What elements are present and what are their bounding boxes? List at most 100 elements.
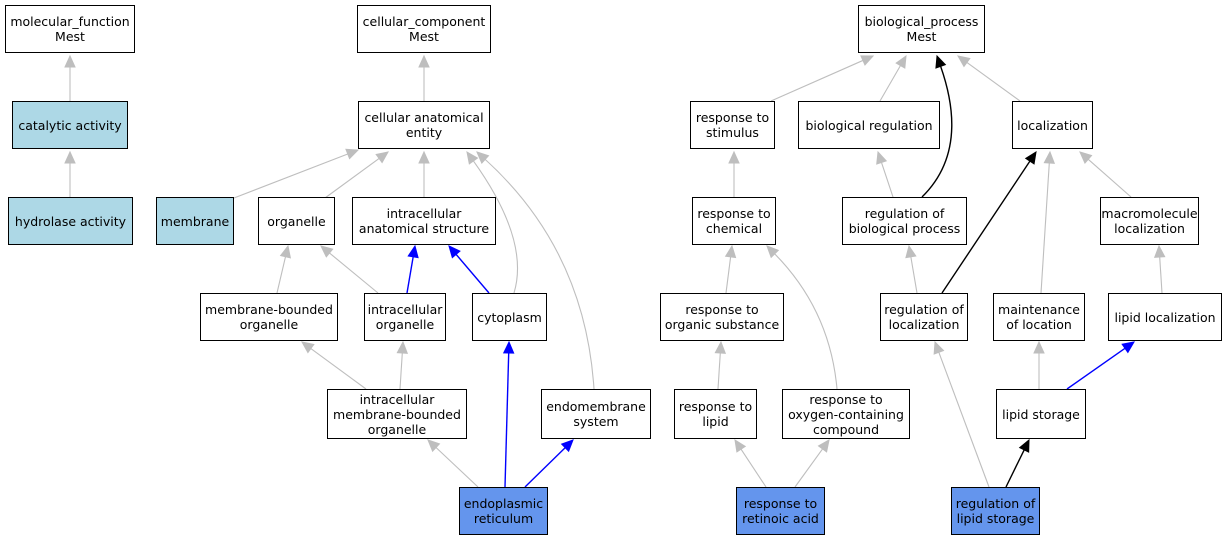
edge-is-a-rls-to-regloc <box>938 352 990 488</box>
go-term-node-rls[interactable]: regulation of lipid storage <box>951 487 1040 535</box>
edge-is-a-cytoplasm-to-cae <box>472 160 519 294</box>
arrowhead <box>396 340 409 354</box>
edge-is-a-rra-to-rlipid <box>740 448 767 488</box>
edge-is-a-er-to-imbo <box>435 447 479 488</box>
arrowhead <box>724 244 737 259</box>
arrowhead <box>345 148 360 160</box>
go-term-node-mbo[interactable]: membrane-bounded organelle <box>200 293 338 341</box>
edge-is-a-bioreg-to-bp <box>879 65 901 102</box>
edge-is-a-rstim-to-bp <box>770 59 864 102</box>
arrowhead <box>957 55 971 68</box>
go-term-node-membrane[interactable]: membrane <box>156 197 234 245</box>
edge-is-a-rlipid-to-rorg <box>717 352 721 390</box>
edge-is-a-mainloc-to-localization <box>1040 162 1050 294</box>
go-term-node-hydrolase[interactable]: hydrolase activity <box>8 197 133 245</box>
edge-is-a-membrane-to-cae <box>233 153 348 199</box>
edge-regulates-rls-to-lipidstor <box>1005 449 1025 488</box>
edge-is-a-imbo-to-mbo <box>310 348 367 390</box>
go-term-node-endomembrane[interactable]: endomembrane system <box>541 389 651 439</box>
edge-is-a-endomembrane-to-cae <box>484 158 595 390</box>
go-term-node-rchem[interactable]: response to chemical <box>692 197 776 245</box>
go-term-node-localization[interactable]: localization <box>1012 101 1093 149</box>
go-term-node-io[interactable]: intracellular organelle <box>364 293 446 341</box>
edge-is-a-regloc-to-rbp <box>910 256 918 294</box>
go-term-node-ias[interactable]: intracellular anatomical structure <box>352 197 496 245</box>
arrowhead <box>64 54 76 68</box>
arrowhead <box>817 439 830 453</box>
arrowhead <box>1018 438 1030 453</box>
edge-is-a-rorg-to-rchem <box>725 256 732 294</box>
arrowhead <box>1033 340 1045 354</box>
go-term-node-cc[interactable]: cellular_component Mest <box>357 5 491 53</box>
arrowhead <box>448 245 461 259</box>
arrowhead <box>279 244 292 259</box>
arrowhead <box>734 438 747 453</box>
arrowhead <box>1121 341 1135 354</box>
edge-part-of-lipidstor-to-lipidloc <box>1066 347 1126 390</box>
arrowhead <box>64 150 76 164</box>
edge-is-a-localization-to-bp <box>966 62 1021 102</box>
edge-part-of-er-to-endomembrane <box>524 447 566 488</box>
go-term-node-macroloc[interactable]: macromolecule localization <box>1100 197 1199 245</box>
arrowhead <box>714 340 727 354</box>
edge-part-of-io-to-ias <box>406 256 414 294</box>
arrowhead <box>905 244 917 259</box>
go-term-node-bp[interactable]: biological_process Mest <box>858 5 985 53</box>
edge-regulates-regloc-to-localization <box>941 160 1031 294</box>
arrowhead <box>418 150 430 164</box>
go-term-node-cae[interactable]: cellular anatomical entity <box>358 101 490 149</box>
arrowhead <box>407 244 419 259</box>
arrowhead <box>502 340 515 354</box>
arrowhead <box>375 151 389 164</box>
go-term-node-bioreg[interactable]: biological regulation <box>798 101 940 149</box>
arrowhead <box>320 245 334 258</box>
go-term-node-er[interactable]: endoplasmic reticulum <box>459 487 548 535</box>
go-term-node-mf[interactable]: molecular_function Mest <box>5 5 135 53</box>
go-term-node-rra[interactable]: response to retinoic acid <box>736 487 825 535</box>
edge-is-a-io-to-organelle <box>329 252 379 294</box>
arrowhead <box>766 245 780 259</box>
arrowhead <box>418 54 430 68</box>
go-term-node-lipidloc[interactable]: lipid localization <box>1108 293 1222 341</box>
go-term-node-imbo[interactable]: intracellular membrane-bounded organelle <box>327 389 467 439</box>
go-term-node-lipidstor[interactable]: lipid storage <box>996 389 1086 439</box>
go-term-node-catalytic[interactable]: catalytic activity <box>12 101 128 149</box>
edge-part-of-cytoplasm-to-ias <box>455 253 490 294</box>
go-term-node-cytoplasm[interactable]: cytoplasm <box>472 293 547 341</box>
edge-is-a-mbo-to-organelle <box>276 256 287 294</box>
arrowhead <box>1043 150 1056 164</box>
go-term-node-rbp[interactable]: regulation of biological process <box>842 197 967 245</box>
go-term-node-rorg[interactable]: response to organic substance <box>660 293 784 341</box>
edge-part-of-er-to-cytoplasm <box>504 352 510 488</box>
edge-is-a-macroloc-to-localization <box>1087 158 1132 198</box>
edge-is-a-roxy-to-rchem <box>774 253 838 390</box>
arrowhead <box>860 55 875 66</box>
arrowhead <box>935 54 947 69</box>
arrowhead <box>895 54 907 69</box>
go-term-node-rlipid[interactable]: response to lipid <box>674 389 757 439</box>
go-term-node-rstim[interactable]: response to stimulus <box>690 101 775 149</box>
edge-is-a-organelle-to-cae <box>324 158 380 199</box>
arrowhead <box>1024 150 1037 165</box>
arrowhead <box>1153 244 1166 258</box>
edge-is-a-lipidloc-to-macroloc <box>1159 256 1163 294</box>
arrowhead <box>427 439 441 453</box>
edge-is-a-rbp-to-bioreg <box>880 162 894 198</box>
edge-is-a-imbo-to-io <box>399 352 403 390</box>
go-term-node-mainloc[interactable]: maintenance of location <box>993 293 1085 341</box>
go-term-node-organelle[interactable]: organelle <box>258 197 335 245</box>
edge-is-a-rra-to-roxy <box>794 448 823 488</box>
arrowhead <box>301 341 315 354</box>
arrowhead <box>728 150 740 164</box>
arrowhead <box>876 150 888 165</box>
arrowhead <box>560 439 574 453</box>
arrowhead <box>933 340 945 355</box>
arrowhead <box>466 151 479 165</box>
go-term-node-roxy[interactable]: response to oxygen-containing compound <box>782 389 910 439</box>
go-term-node-regloc[interactable]: regulation of localization <box>880 293 968 341</box>
arrowhead <box>1079 151 1093 164</box>
arrowhead <box>476 151 490 165</box>
edge-regulates-rbp-to-bp <box>921 66 953 198</box>
